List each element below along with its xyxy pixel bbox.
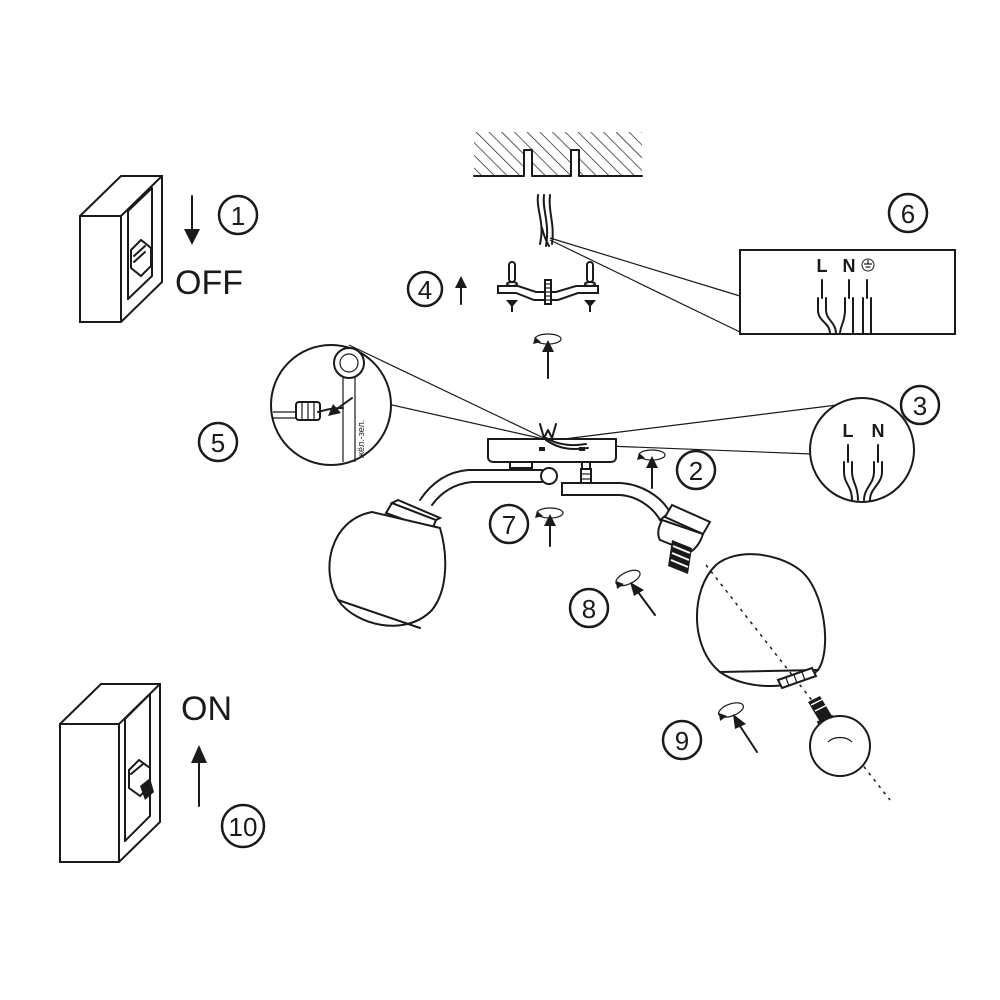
rotate-arrow-icon (615, 569, 641, 589)
up-arrow-icon (544, 514, 556, 547)
screw-icon (584, 300, 596, 312)
step-9: 9 (661, 702, 758, 761)
switch-off (79, 175, 163, 323)
step-number: 4 (418, 275, 432, 305)
terminal-detail-step3: L N (809, 397, 915, 503)
detail-lines-step5 (348, 344, 549, 441)
screw-icon (506, 300, 518, 312)
arrow-icon (328, 397, 353, 416)
step-1: 1 OFF (175, 194, 259, 302)
lamp-shade-right (696, 553, 827, 688)
step-number: 6 (901, 199, 915, 229)
up-arrow-icon (542, 340, 554, 379)
up-arrow-icon (191, 745, 207, 807)
step-10: ON 10 (181, 690, 266, 849)
light-bulb (808, 696, 871, 777)
terminal-panel-step6: L N (739, 249, 956, 335)
rotate-arrow-icon (718, 702, 744, 721)
switch-on (59, 683, 161, 863)
switch-off-label: OFF (175, 264, 243, 302)
step-number: 7 (502, 510, 516, 540)
down-arrow-icon (184, 195, 200, 245)
step-5: 5 (197, 421, 239, 463)
step-3: 3 (899, 384, 941, 426)
step-4: 4 (406, 270, 467, 308)
ceiling-base (487, 423, 617, 486)
supply-wires (536, 194, 554, 247)
terminal-label-live: L (843, 421, 854, 441)
ground-icon (861, 258, 875, 272)
step-2: 2 (637, 449, 717, 491)
step-number: 8 (582, 594, 596, 624)
step-number: 5 (211, 428, 225, 458)
step-number: 2 (689, 456, 703, 486)
ground-detail-circle: жёл.-зел. (270, 344, 392, 466)
step-8: 8 (568, 569, 656, 629)
terminal-label-live: L (817, 256, 828, 276)
step-number: 9 (675, 726, 689, 756)
mounting-bracket (497, 261, 599, 312)
shade-ring (776, 666, 818, 690)
lamp-shade-left (328, 498, 447, 629)
step-6: 6 (887, 192, 929, 234)
lamp-arm-left (419, 469, 543, 506)
ceiling (473, 132, 643, 177)
step-number: 1 (231, 201, 245, 231)
step-number: 10 (229, 812, 258, 842)
terminal-label-neutral: N (843, 256, 856, 276)
ground-wire-label: жёл.-зел. (356, 420, 366, 458)
terminal-label-neutral: N (872, 421, 885, 441)
lamp-arm-right (561, 482, 672, 522)
up-arrow-icon (646, 456, 658, 489)
step-number: 3 (913, 391, 927, 421)
up-arrow-icon (455, 276, 467, 305)
detail-lines-step6 (549, 237, 741, 333)
up-arrow-icon (733, 714, 758, 753)
lamp-socket (657, 503, 712, 574)
step-7: 7 (488, 503, 564, 547)
switch-on-label: ON (181, 690, 232, 728)
up-arrow-icon (630, 582, 656, 616)
